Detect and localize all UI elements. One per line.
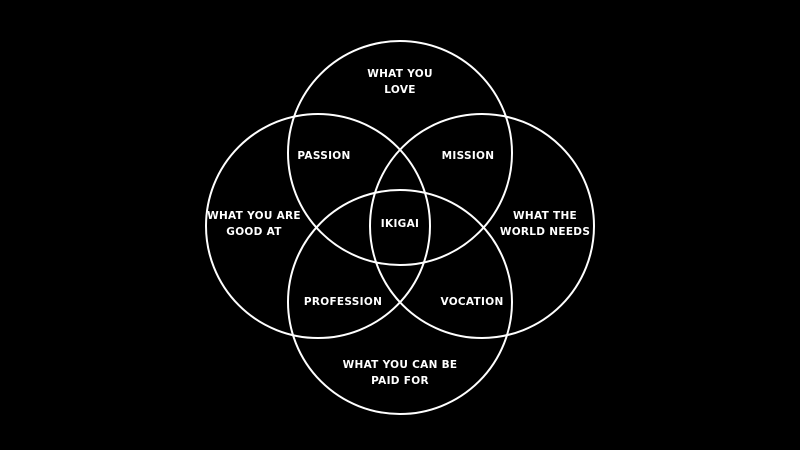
label-what-you-are-good-at: WHAT YOU ARE GOOD AT <box>207 208 301 240</box>
label-line: WORLD NEEDS <box>499 226 591 238</box>
label-line: PAID FOR <box>371 375 429 387</box>
label-line: LOVE <box>384 84 416 96</box>
circle-what-you-love <box>287 40 513 266</box>
label-vocation: VOCATION <box>440 296 504 308</box>
label-ikigai: IKIGAI <box>380 218 420 230</box>
circle-what-you-are-good-at <box>205 113 431 339</box>
circle-what-the-world-needs <box>369 113 595 339</box>
circle-what-you-can-be-paid-for <box>287 189 513 415</box>
label-passion: PASSION <box>297 150 351 162</box>
label-what-you-love: WHAT YOU LOVE <box>367 66 433 98</box>
label-line: WHAT YOU ARE <box>207 210 301 222</box>
label-line: WHAT YOU <box>367 68 433 80</box>
label-what-you-can-be-paid-for: WHAT YOU CAN BE PAID FOR <box>343 357 458 389</box>
label-line: WHAT THE <box>512 210 578 222</box>
label-mission: MISSION <box>441 150 495 162</box>
label-line: GOOD AT <box>226 226 282 238</box>
label-profession: PROFESSION <box>303 296 383 308</box>
label-line: WHAT YOU CAN BE <box>342 359 458 371</box>
label-what-the-world-needs: WHAT THE WORLD NEEDS <box>500 208 590 240</box>
